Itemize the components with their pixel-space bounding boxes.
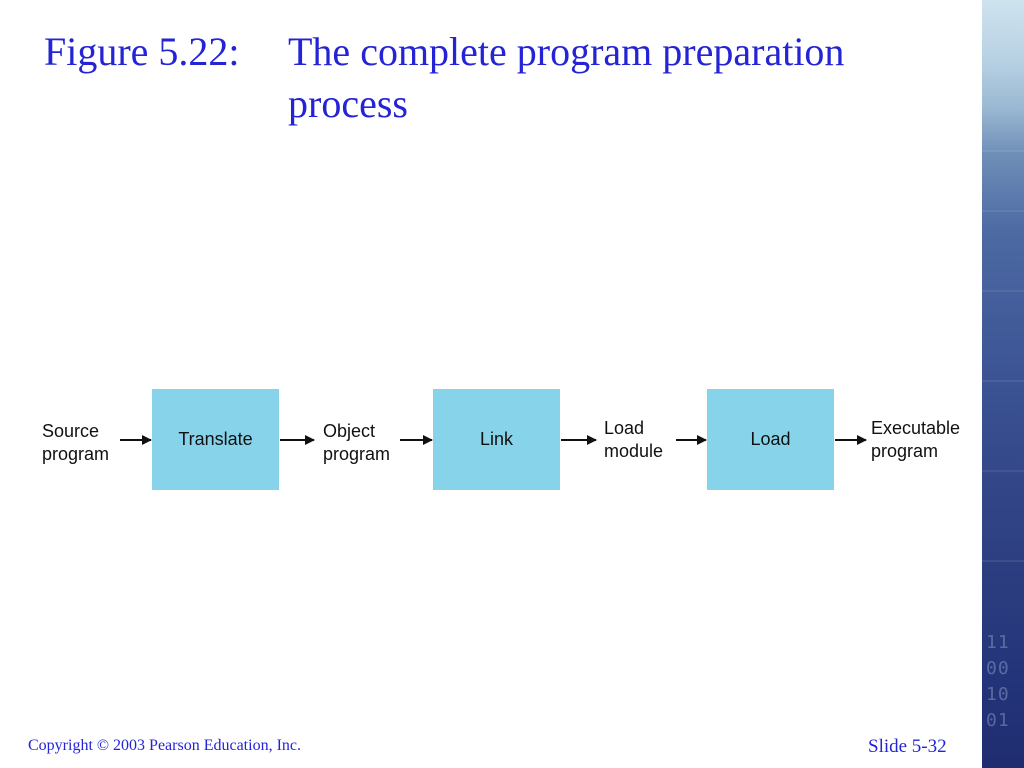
side-panel-digits: 11 00 10 01 xyxy=(986,632,1010,731)
box-translate: Translate xyxy=(152,389,279,490)
box-load: Load xyxy=(707,389,834,490)
label-source-program: Source program xyxy=(42,421,110,464)
figure-title: The complete program preparation process xyxy=(288,29,845,126)
label-executable-program: Executable program xyxy=(871,418,961,461)
label-object-program: Object program xyxy=(323,421,391,464)
label-load-module: Load module xyxy=(604,418,664,461)
copyright-notice: Copyright © 2003 Pearson Education, Inc. xyxy=(28,737,301,754)
figure-number: Figure 5.22: xyxy=(44,29,240,74)
slide-title: Figure 5.22: The complete program prepara… xyxy=(44,26,964,130)
slide-number: Slide 5-32 xyxy=(868,736,947,757)
decorative-side-panel: 11 00 10 01 xyxy=(982,0,1024,768)
box-link: Link xyxy=(433,389,560,490)
